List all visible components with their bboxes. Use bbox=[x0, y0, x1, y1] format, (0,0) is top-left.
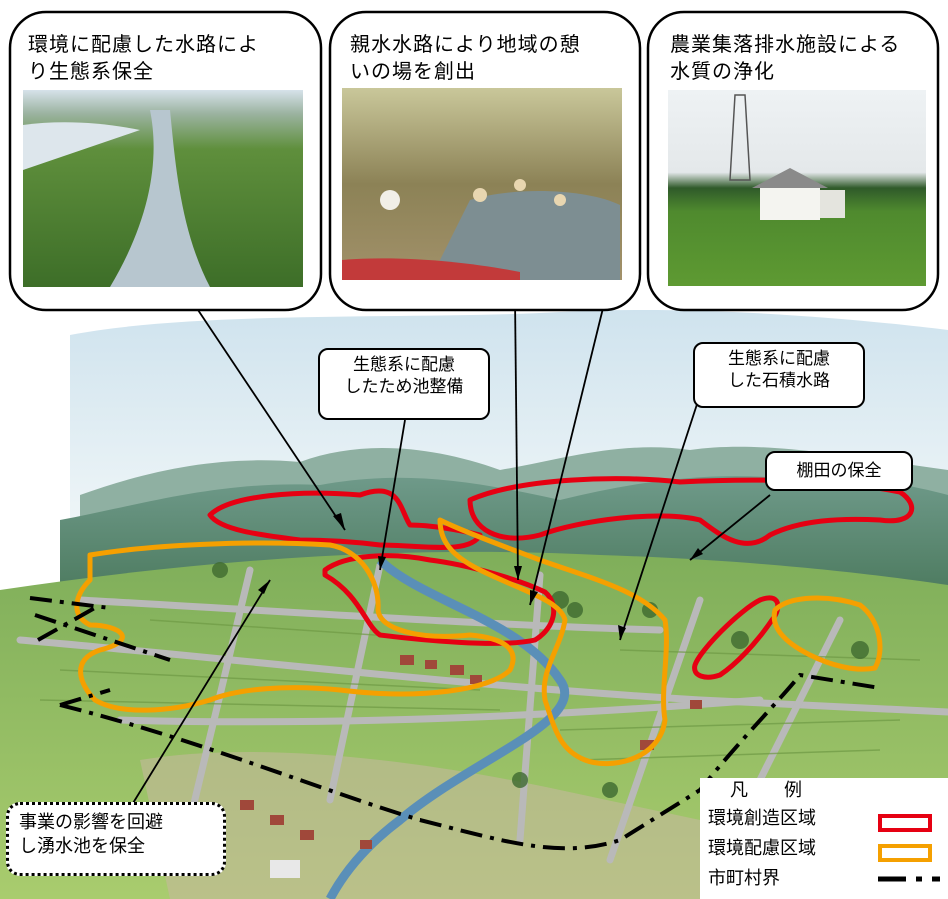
legend-title: 凡 例 bbox=[730, 780, 802, 801]
municipal-boundary bbox=[29, 596, 881, 851]
stream-photo bbox=[23, 90, 303, 287]
panel-1-title: 環境に配慮した水路により生態系保全 bbox=[28, 32, 259, 83]
pond-callout: 生態系に配慮したため池整備 bbox=[318, 348, 490, 420]
legend: 凡 例 環境創造区域 環境配慮区域 市町村界 bbox=[700, 778, 948, 899]
photo-panel-1 bbox=[8, 10, 323, 312]
treatment-facility-photo bbox=[668, 90, 926, 286]
environmental-consideration-zones bbox=[74, 517, 883, 767]
panel-3-title: 農業集落排水施設による水質の浄化 bbox=[670, 32, 901, 83]
photo-panel-3 bbox=[646, 10, 940, 312]
legend-label-boundary: 市町村界 bbox=[708, 868, 780, 889]
legend-swatch-consideration bbox=[878, 844, 932, 862]
terraced-fields-callout: 棚田の保全 bbox=[765, 451, 913, 491]
legend-swatch-creation bbox=[878, 814, 932, 832]
children-playing-photo bbox=[342, 88, 622, 280]
stone-channel-callout: 生態系に配慮した石積水路 bbox=[693, 342, 865, 408]
houses bbox=[240, 655, 702, 878]
legend-label-consideration: 環境配慮区域 bbox=[708, 838, 816, 859]
river bbox=[326, 556, 570, 899]
pointer-lines bbox=[129, 297, 771, 809]
legend-label-creation: 環境創造区域 bbox=[708, 808, 816, 829]
panel-2-title: 親水水路により地域の憩いの場を創出 bbox=[350, 32, 581, 83]
spring-pond-callout: 事業の影響を回避し湧水池を保全 bbox=[6, 802, 226, 876]
photo-panel-2 bbox=[328, 10, 642, 312]
pointer-arrowheads bbox=[258, 513, 703, 640]
